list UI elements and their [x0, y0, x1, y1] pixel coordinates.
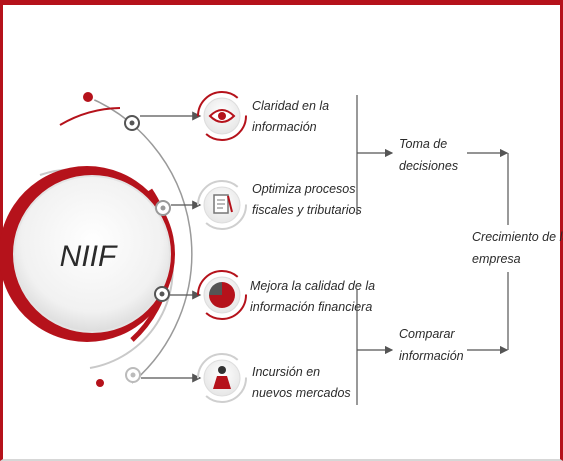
red-ring-arc-2 [59, 107, 121, 126]
final-connectors [467, 148, 509, 355]
outcome-label: Toma de decisiones [399, 137, 458, 173]
benefit-document-icon [197, 180, 247, 230]
benefit-label: Optimiza procesos fiscales y tributarios [252, 182, 362, 217]
final-label: Crecimiento de la empresa [472, 230, 563, 266]
orbit-dot [94, 377, 106, 389]
connector-nodes [124, 115, 171, 383]
orbit-dot [81, 90, 95, 104]
benefit-connectors [140, 111, 202, 383]
benefit-person-icon [197, 353, 247, 403]
benefit-label: Claridad en la información [252, 99, 333, 134]
benefit-label: Incursión en nuevos mercados [252, 365, 351, 400]
center-disc [13, 175, 171, 333]
benefit-eye-icon [197, 91, 247, 141]
center-label: NIIF [60, 240, 118, 273]
benefit-label: Mejora la calidad de la información fina… [250, 279, 379, 314]
outcome-connectors [356, 95, 394, 405]
benefit-chart-icon [197, 270, 247, 320]
outcome-label: Comparar información [399, 327, 464, 363]
